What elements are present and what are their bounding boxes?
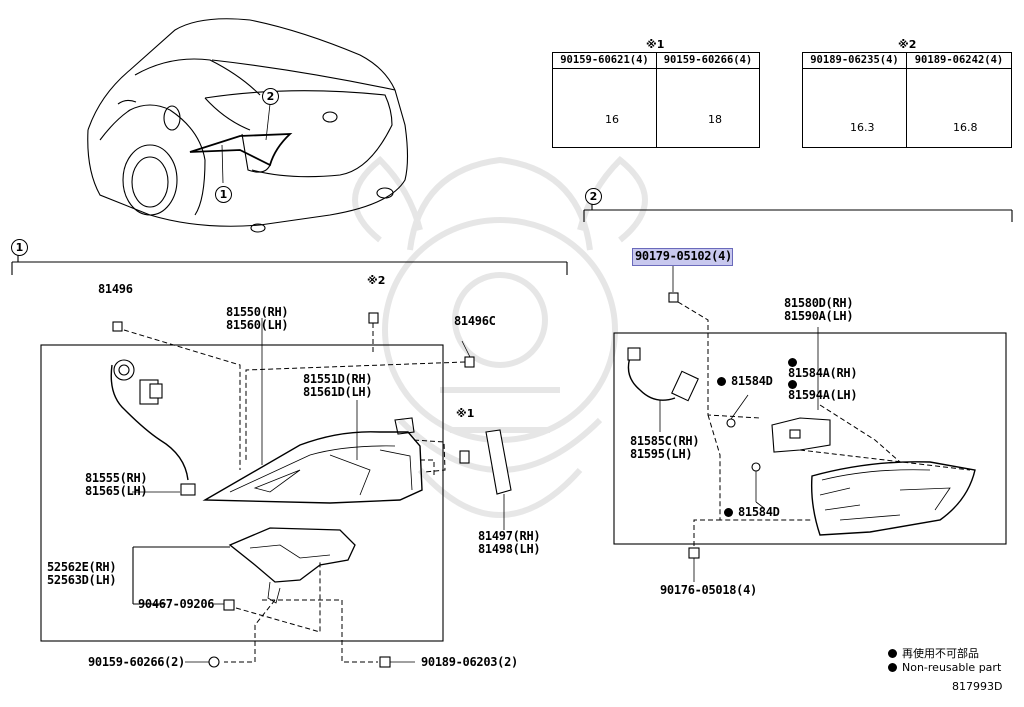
part-81594a-lh: 81594A(LH) [788,380,858,402]
fastener-table-1-mark: ※1 [646,38,665,51]
section-1-bracket [11,254,568,275]
callout-1-section: 1 [11,239,28,256]
callout-1-car: 1 [215,186,232,203]
fastener-table-1: 90159-60621(4) 90159-60266(4) [552,52,760,148]
fastener-table-1-header-2: 90159-60266(4) [657,53,759,69]
part-81585c[interactable]: 81585C(RH) 81595(LH) [630,434,700,461]
part-81584d-upper-text: 81584D [731,374,773,388]
part-90467[interactable]: 90467-09206 [138,597,215,611]
part-81561d-lh: 81561D(LH) [303,385,373,399]
dim-16-3: 16.3 [850,121,875,134]
part-90176[interactable]: 90176-05018(4) [660,583,757,597]
part-81584d-lower-text: 81584D [738,505,780,519]
fastener-table-2-header-1: 90189-06235(4) [803,53,906,69]
legend-jp: 再使用不可部品 [888,645,979,661]
part-81585c-rh: 81585C(RH) [630,434,700,448]
fastener-table-2-divider [906,53,907,147]
part-81584a-rh-text: 81584A(RH) [788,366,858,380]
part-81498-lh: 81498(LH) [478,542,541,556]
part-81551d-rh: 81551D(RH) [303,372,373,386]
part-81497-rh: 81497(RH) [478,529,541,543]
part-52562e-rh: 52562E(RH) [47,560,117,574]
part-90159[interactable]: 90159-60266(2) [88,655,185,669]
part-81565-lh: 81565(LH) [85,484,148,498]
part-81590a-lh: 81590A(LH) [784,309,854,323]
part-52563d-lh: 52563D(LH) [47,573,117,587]
clip-mark-2: ※2 [367,274,386,287]
legend-en: Non-reusable part [888,661,1001,674]
section-2-bracket [583,203,1013,222]
legend-dot [888,663,897,672]
fastener-table-2-mark: ※2 [898,38,917,51]
vehicle-rear-illustration [87,18,409,233]
bolt-mark-1: ※1 [456,407,475,420]
fastener-table-2-rule [803,68,1011,69]
part-90179[interactable]: 90179-05102(4) [635,249,732,263]
part-81584d-lower[interactable]: 81584D [724,506,780,519]
part-81595-lh: 81595(LH) [630,447,693,461]
non-reusable-dot [724,508,733,517]
dim-16-8: 16.8 [953,121,978,134]
non-reusable-dot [717,377,726,386]
non-reusable-dot [788,380,797,389]
legend-jp-text: 再使用不可部品 [902,647,979,660]
diagram-code: 817993D [952,680,1003,693]
part-81497[interactable]: 81497(RH) 81498(LH) [478,529,541,556]
dim-18: 18 [708,113,722,126]
part-81550[interactable]: 81550(RH) 81560(LH) [226,305,289,332]
fastener-table-2: 90189-06235(4) 90189-06242(4) [802,52,1012,148]
part-81584a[interactable]: 81584A(RH) 81594A(LH) [788,358,858,402]
part-90189[interactable]: 90189-06203(2) [421,655,518,669]
assembly-frame-left [40,344,444,642]
legend-en-text: Non-reusable part [902,661,1002,674]
callout-2-section: 2 [585,188,602,205]
part-81594a-lh-text: 81594A(LH) [788,388,858,402]
part-81496c[interactable]: 81496C [454,314,496,328]
fastener-table-1-rule [553,68,759,69]
non-reusable-dot [788,358,797,367]
fastener-table-1-header-1: 90159-60621(4) [553,53,656,69]
right-assembly-drawing [627,266,976,582]
part-81560-lh: 81560(LH) [226,318,289,332]
part-81584d-upper[interactable]: 81584D [717,375,773,388]
part-81555-rh: 81555(RH) [85,471,148,485]
part-81584a-rh: 81584A(RH) [788,358,858,380]
callout-2-car: 2 [262,88,279,105]
left-assembly-drawing [110,312,512,668]
part-52562[interactable]: 52562E(RH) 52563D(LH) [47,560,117,587]
part-81496[interactable]: 81496 [98,282,133,296]
part-81550-rh: 81550(RH) [226,305,289,319]
part-81580d[interactable]: 81580D(RH) 81590A(LH) [784,296,854,323]
part-81580d-rh: 81580D(RH) [784,296,854,310]
legend-dot [888,649,897,658]
part-81555[interactable]: 81555(RH) 81565(LH) [85,471,148,498]
selected-part-highlight [632,248,733,266]
part-81551d[interactable]: 81551D(RH) 81561D(LH) [303,372,373,399]
fastener-table-2-header-2: 90189-06242(4) [907,53,1011,69]
assembly-frame-right [613,332,1007,545]
dim-16: 16 [605,113,619,126]
fastener-table-1-divider [656,53,657,147]
